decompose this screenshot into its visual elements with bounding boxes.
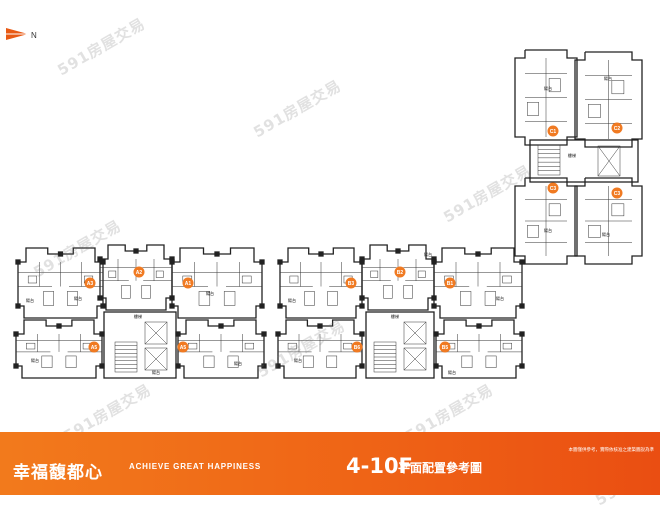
room-label: 樓梯 (134, 313, 142, 320)
room-label: 陽台 (234, 360, 242, 367)
unit-marker (611, 187, 623, 199)
unit-label: A5 (180, 345, 187, 351)
brand-tagline: ACHIEVE GREAT HAPPINESS (129, 462, 262, 471)
unit-label: C3 (550, 186, 557, 192)
north-arrow-icon: N (6, 28, 37, 40)
unit-marker (611, 122, 623, 134)
unit-label: B2 (397, 270, 404, 276)
unit-label: B1 (447, 281, 454, 287)
unit-marker (547, 125, 559, 137)
north-label: N (31, 31, 37, 40)
unit-label: C3 (614, 191, 621, 197)
floor-range: 4-10F (346, 454, 413, 478)
room-label: 陽台 (26, 297, 34, 304)
unit-marker (394, 266, 406, 278)
room-label: 陽台 (288, 297, 296, 304)
unit-marker (439, 341, 451, 353)
unit-label: A1 (185, 281, 192, 287)
unit-label: C2 (614, 126, 621, 132)
unit-marker (345, 277, 357, 289)
unit-label: C1 (550, 129, 557, 135)
unit-marker (351, 341, 363, 353)
room-label: 樓梯 (568, 152, 576, 159)
room-label: 陽台 (206, 290, 214, 297)
unit-marker (547, 182, 559, 194)
room-label: 陽台 (448, 369, 456, 376)
room-label: 陽台 (152, 369, 160, 376)
unit-marker (84, 277, 96, 289)
room-label: 陽台 (544, 85, 552, 92)
unit-marker (182, 277, 194, 289)
unit-label: B5 (442, 345, 449, 351)
room-label: 陽台 (496, 295, 504, 302)
room-label: 樓梯 (391, 313, 399, 320)
disclaimer-note: 本圖僅供參考，實際依核准之建築圖說為準 (568, 448, 655, 453)
room-label: 陽台 (544, 227, 552, 234)
room-label: 陽台 (74, 295, 82, 302)
unit-label: B3 (348, 281, 355, 287)
room-label: 陽台 (31, 357, 39, 364)
unit-label: A3 (87, 281, 94, 287)
unit-label: B6 (354, 345, 361, 351)
plan-title: 平面配置參考圖 (398, 461, 483, 475)
room-label: 陽台 (424, 251, 432, 258)
unit-label: A5 (91, 345, 98, 351)
unit-marker (444, 277, 456, 289)
footer-banner (0, 432, 660, 495)
room-label: 陽台 (602, 231, 610, 238)
brand-title: 幸福馥都心 (13, 463, 103, 483)
unit-marker (133, 266, 145, 278)
unit-label: A2 (136, 270, 143, 276)
unit-marker (177, 341, 189, 353)
unit-marker (88, 341, 100, 353)
room-label: 陽台 (294, 357, 302, 364)
room-label: 陽台 (604, 75, 612, 82)
